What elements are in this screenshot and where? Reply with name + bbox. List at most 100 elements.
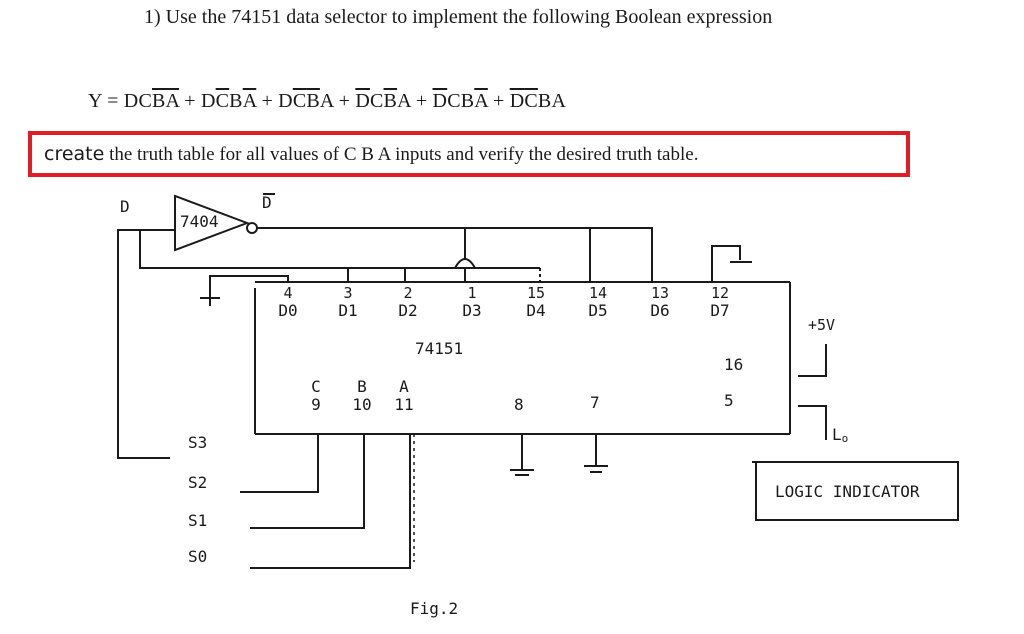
- equation-term: DCBA: [278, 90, 333, 112]
- variable: A: [319, 90, 334, 112]
- equation-plus: +: [487, 90, 510, 112]
- data-pin-number: 15: [527, 284, 545, 302]
- wire-d-to-s3: [117, 229, 175, 459]
- complemented-variable: B: [306, 90, 320, 112]
- equation-term: DCBA: [510, 90, 566, 112]
- data-pin-name: D7: [710, 301, 729, 320]
- wire-d7-ground: [711, 245, 741, 282]
- select-pin-name: C: [311, 377, 321, 396]
- wire-d-bus: [139, 230, 540, 269]
- inverter-label: 7404: [180, 212, 219, 231]
- data-pin-number: 12: [711, 284, 729, 302]
- equation-term: DCBA: [124, 90, 179, 112]
- switch-label: S0: [188, 547, 207, 566]
- complemented-variable: B: [383, 90, 398, 112]
- complemented-variable: D: [432, 90, 448, 112]
- data-pin-name: D3: [462, 301, 481, 320]
- equation-plus: +: [256, 90, 279, 112]
- complemented-variable: A: [474, 90, 488, 112]
- problem-text: Use the 74151 data selector to implement…: [165, 6, 773, 28]
- complemented-variable: A: [165, 90, 180, 112]
- select-pin-number: 9: [311, 395, 321, 414]
- variable: B: [537, 90, 552, 112]
- led-label: Lo: [832, 425, 848, 445]
- data-pin-number: 13: [651, 284, 669, 302]
- pin-8-label: 8: [514, 395, 524, 414]
- problem-number: 1): [144, 6, 161, 28]
- variable: A: [551, 90, 567, 112]
- variable: B: [229, 90, 243, 112]
- inverter-output-label: D: [262, 193, 272, 212]
- complemented-variable: C: [215, 90, 230, 112]
- variable: C: [370, 90, 384, 112]
- data-pin-number: 2: [403, 284, 412, 302]
- instruction-first-word: create: [44, 143, 105, 165]
- data-pin-name: D6: [650, 301, 669, 320]
- select-pin-name: A: [399, 377, 409, 396]
- variable: D: [278, 90, 293, 112]
- equation-term: DCBA: [201, 90, 256, 112]
- complemented-variable: D: [355, 90, 370, 112]
- variable: B: [460, 90, 475, 112]
- select-pin-name: B: [357, 377, 367, 396]
- wire-dbar-bus: [258, 227, 653, 282]
- logic-indicator-label: LOGIC INDICATOR: [775, 482, 920, 501]
- logic-indicator-box: [755, 461, 959, 521]
- instruction-rest: the truth table for all values of C B A …: [109, 144, 699, 165]
- figure-caption: Fig.2: [410, 599, 458, 618]
- problem-statement: 1) Use the 74151 data selector to implem…: [144, 6, 772, 29]
- variable: D: [123, 90, 139, 112]
- pin-5-label: 5: [724, 391, 734, 410]
- instruction-text: create the truth table for all values of…: [44, 143, 698, 166]
- variable: D: [200, 90, 216, 112]
- data-pin-name: D2: [398, 301, 417, 320]
- equation-plus: +: [410, 90, 433, 112]
- complemented-variable: C: [524, 90, 538, 112]
- variable: C: [447, 90, 461, 112]
- select-pin-labels: C9 B10 A11: [311, 377, 413, 414]
- data-pin-number: 4: [283, 284, 292, 302]
- data-pin-number: 3: [343, 284, 352, 302]
- chip-label: 74151: [415, 339, 463, 358]
- inverter-gate: [174, 194, 250, 252]
- pin-16-label: 16: [724, 355, 743, 374]
- data-pin-name: D4: [526, 301, 545, 320]
- input-d-label: D: [120, 197, 130, 216]
- data-pin-name: D1: [338, 301, 357, 320]
- switch-label: S1: [188, 511, 207, 530]
- wire-vcc: [798, 344, 827, 377]
- wire-s0-a: [250, 434, 411, 569]
- inverter-bubble: [246, 222, 258, 234]
- wire-led: [798, 405, 827, 440]
- complemented-variable: A: [242, 90, 257, 112]
- data-pin-number: 1: [467, 284, 476, 302]
- wire-s1-b: [250, 434, 365, 529]
- wire-d0-ground: [209, 275, 289, 298]
- equation-term: DCBA: [355, 90, 410, 112]
- vcc-label: +5V: [808, 316, 835, 334]
- switch-label: S3: [188, 433, 207, 452]
- pin-7-label: 7: [590, 393, 600, 412]
- data-pin-name: D0: [278, 301, 297, 320]
- switch-label: S2: [188, 473, 207, 492]
- wire-s2-c: [240, 434, 319, 493]
- equation-lhs: Y =: [88, 90, 124, 112]
- variable: A: [397, 90, 411, 112]
- wire-crossover: [454, 258, 476, 269]
- complemented-variable: D: [509, 90, 525, 112]
- equation-plus: +: [333, 90, 356, 112]
- data-pin-number: 14: [589, 284, 607, 302]
- select-pin-number: 10: [352, 395, 371, 414]
- select-pin-number: 11: [394, 395, 413, 414]
- variable: C: [138, 90, 152, 112]
- equation-plus: +: [179, 90, 201, 112]
- equation-term: DCBA: [433, 90, 488, 112]
- data-pin-name: D5: [588, 301, 607, 320]
- complemented-variable: C: [292, 90, 307, 112]
- complemented-variable: B: [151, 90, 166, 112]
- highlight-box: create the truth table for all values of…: [28, 131, 910, 177]
- boolean-equation: Y = DCBA + DCBA + DCBA + DCBA + DCBA + D…: [88, 90, 566, 113]
